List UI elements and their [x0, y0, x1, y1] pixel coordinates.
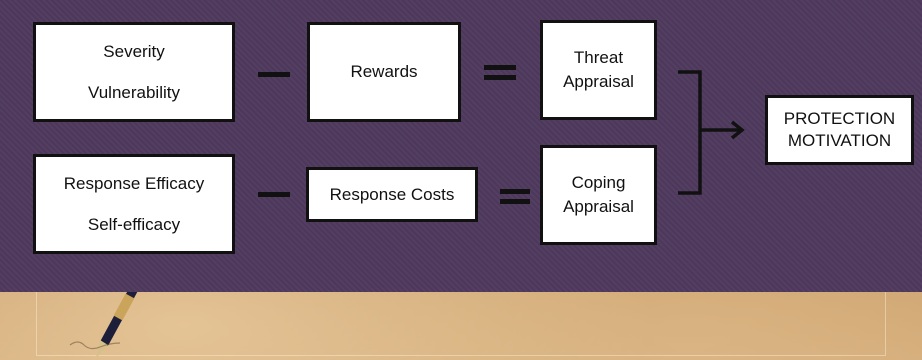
- threat-appraisal-box: Threat Appraisal: [540, 20, 657, 120]
- motivation-label: MOTIVATION: [787, 131, 892, 150]
- severity-label: Severity: [103, 41, 165, 61]
- coping-appraisal-label: Appraisal: [563, 197, 634, 216]
- response-efficacy-label: Response Efficacy: [63, 173, 205, 193]
- threat-label: Threat: [573, 48, 624, 68]
- coping-label: Coping: [571, 173, 626, 193]
- response-costs-label: Response Costs: [329, 184, 455, 204]
- coping-appraisal-box: Coping Appraisal: [540, 145, 657, 245]
- vulnerability-label: Vulnerability: [88, 82, 180, 102]
- bracket-line: [678, 70, 702, 195]
- appraisal-label: Appraisal: [563, 72, 634, 91]
- protection-label: PROTECTION: [783, 108, 896, 128]
- protection-motivation-box: PROTECTION MOTIVATION: [765, 95, 914, 165]
- minus-operator-top: [258, 72, 290, 77]
- rewards-label: Rewards: [350, 62, 418, 82]
- rewards-box: Rewards: [307, 22, 461, 122]
- severity-vulnerability-box: Severity Vulnerability: [33, 22, 235, 122]
- response-costs-box: Response Costs: [306, 167, 478, 222]
- self-efficacy-label: Self-efficacy: [87, 214, 181, 234]
- minus-operator-bottom: [258, 192, 290, 197]
- arrow-head-icon: [730, 120, 745, 140]
- response-efficacy-box: Response Efficacy Self-efficacy: [33, 154, 235, 254]
